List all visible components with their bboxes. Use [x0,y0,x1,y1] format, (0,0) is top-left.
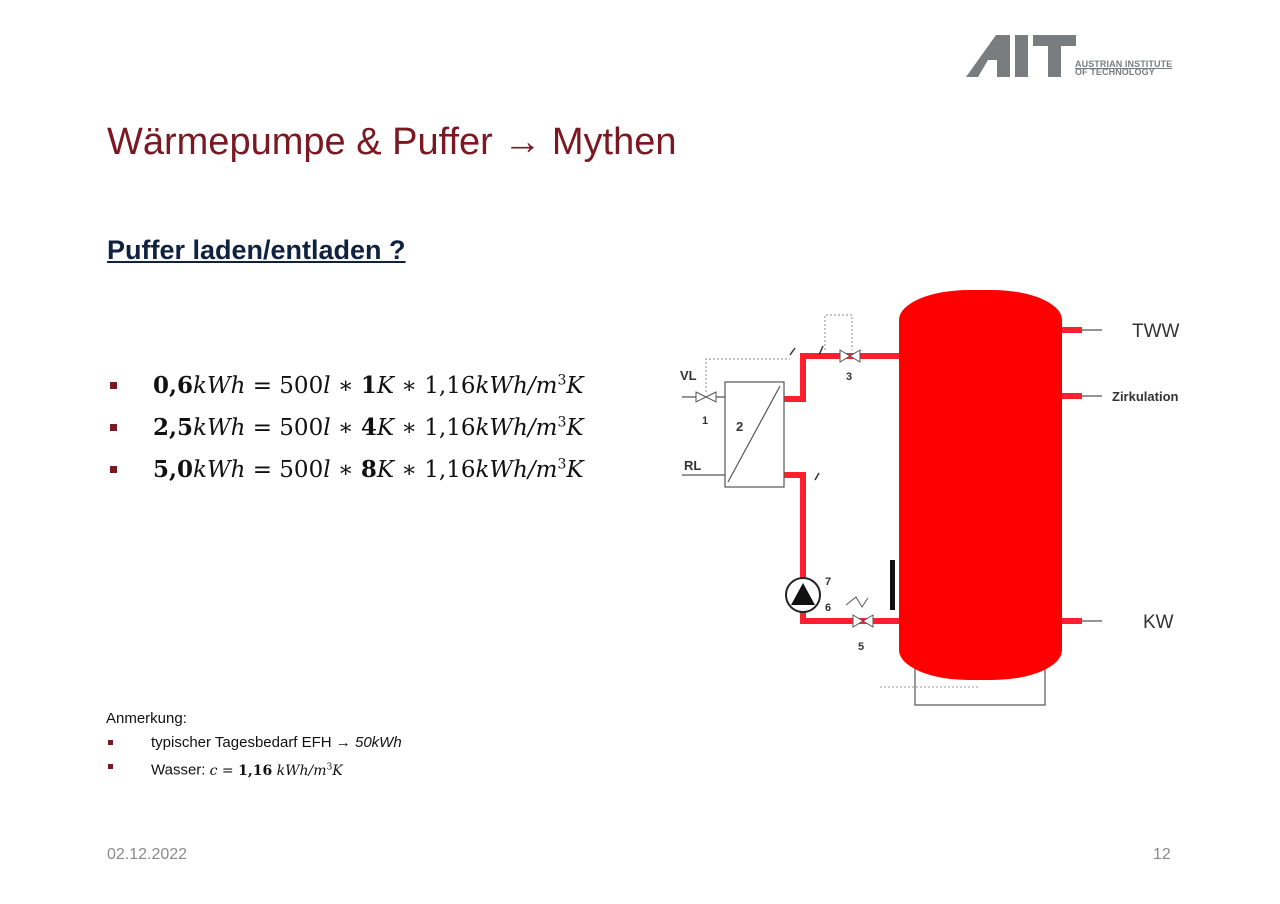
page-number: 12 [1153,846,1171,863]
bullet-square-icon [110,466,117,473]
bullet-square-icon [108,764,113,769]
svg-text:2: 2 [736,419,743,434]
equation-item: 0,6kWh = 500l ∗ 1K ∗ 1,16kWh/m3K [107,365,584,407]
svg-text:7: 7 [825,576,831,588]
logo-line1: AUSTRIAN INSTITUTE [1075,59,1173,69]
svg-text:5: 5 [858,641,864,653]
bullet-square-icon [108,740,113,745]
buffer-tank [899,290,1062,680]
slide-title: Wärmepumpe & Puffer → Mythen [107,121,677,163]
logo-line2: OF TECHNOLOGY [1075,67,1155,77]
note-item: Wasser: c = 1,16 kWh/m3K [106,755,402,779]
footer-date: 02.12.2022 [107,846,188,863]
slide-subtitle: Puffer laden/entladen ? [107,235,406,265]
note-list: typischer Tagesbedarf EFH → 50kWh Wasser… [106,731,402,779]
svg-text:KW: KW [1143,612,1174,633]
buffer-tank-diagram: TWW Zirkulation KW VL RL 1 2 3 5 6 7 [680,290,1180,706]
equation-item: 5,0kWh = 500l ∗ 8K ∗ 1,16kWh/m3K [107,449,584,491]
svg-text:3: 3 [846,371,852,383]
note-item: typischer Tagesbedarf EFH → 50kWh [106,731,402,755]
logo-wordmark: AUSTRIAN INSTITUTE OF TECHNOLOGY [1075,59,1173,77]
bullet-square-icon [110,424,117,431]
ait-logo [966,35,1076,77]
svg-text:RL: RL [684,458,701,473]
bullet-square-icon [110,382,117,389]
svg-text:Zirkulation: Zirkulation [1112,389,1179,404]
svg-text:TWW: TWW [1132,321,1180,342]
equation-item: 2,5kWh = 500l ∗ 4K ∗ 1,16kWh/m3K [107,407,584,449]
svg-text:1: 1 [702,415,708,427]
svg-text:VL: VL [680,368,697,383]
equation-list: 0,6kWh = 500l ∗ 1K ∗ 1,16kWh/m3K 2,5kWh … [107,365,584,491]
svg-text:6: 6 [825,602,831,614]
note-title: Anmerkung: [106,710,187,727]
